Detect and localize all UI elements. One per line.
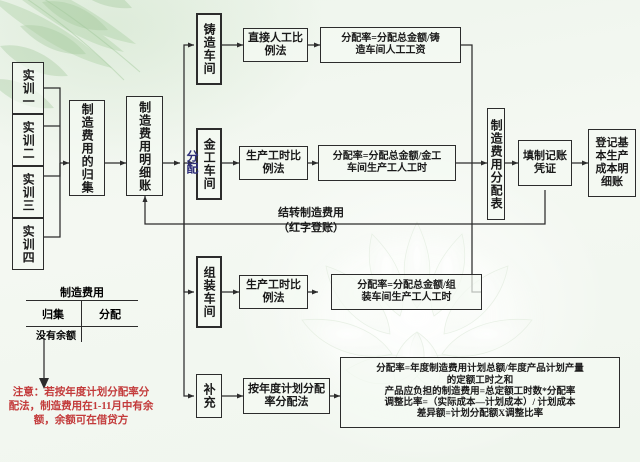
formula-machining-text: 分配率=分配总金额/金工车间生产工人工时 bbox=[332, 151, 442, 174]
input-box-4[interactable]: 实训四 bbox=[12, 218, 44, 270]
input-box-1[interactable]: 实训一 bbox=[12, 62, 44, 114]
input-box-2[interactable]: 实训二 bbox=[12, 114, 44, 166]
formula-box-assembly[interactable]: 分配率=分配总金额/组装车间生产工人工时 bbox=[331, 274, 482, 310]
t-account: 制造费用 归集 分配 没有余额 bbox=[24, 286, 140, 342]
t-account-title: 制造费用 bbox=[60, 287, 104, 299]
method-box-machine-hours[interactable]: 生产工时比例法 bbox=[239, 146, 308, 180]
method-box-direct-labor[interactable]: 直接人工比例法 bbox=[243, 28, 308, 62]
cost-collection-label: 制造费用的归集 bbox=[80, 102, 95, 194]
workshop-box-foundry[interactable]: 铸造车间 bbox=[196, 13, 222, 85]
workshop-machining-label: 金工车间 bbox=[202, 138, 217, 190]
formula-box-machining[interactable]: 分配率=分配总金额/金工车间生产工人工时 bbox=[318, 145, 456, 181]
final-ledger-label: 登记基本生产成本明细账 bbox=[595, 137, 629, 188]
carryover-caption: 结转制造费用 （红字登账） bbox=[236, 206, 386, 236]
t-account-to-note-arrow bbox=[39, 338, 49, 389]
cost-collection-box[interactable]: 制造费用的归集 bbox=[69, 100, 105, 196]
method-box-annual-plan[interactable]: 按年度计划分配率分配法 bbox=[243, 378, 330, 414]
method-machine-hours-label: 生产工时比例法 bbox=[246, 150, 301, 175]
workshop-assembly-label: 组装车间 bbox=[202, 266, 217, 318]
t-account-top-rule bbox=[26, 300, 138, 301]
voucher-label: 填制记账凭证 bbox=[523, 150, 567, 175]
method-assembly-hours-label: 生产工时比例法 bbox=[246, 279, 301, 304]
t-account-credit-label: 分配 bbox=[99, 309, 121, 321]
voucher-box[interactable]: 填制记账凭证 bbox=[518, 140, 572, 186]
formula-assembly-text: 分配率=分配总金额/组装车间生产工人工时 bbox=[357, 280, 456, 303]
allocation-summary-table-box[interactable]: 制造费用分配表 bbox=[487, 108, 505, 220]
overhead-ledger-label: 制造费用明细账 bbox=[137, 100, 152, 192]
formula-box-annual-plan[interactable]: 分配率=年度制造费用计划总额/年度产品计划产量 的定额工时之和 产品应负担的制造… bbox=[340, 357, 620, 428]
input-box-1-label: 实训一 bbox=[21, 68, 36, 108]
input-box-3[interactable]: 实训三 bbox=[12, 166, 44, 218]
workshop-foundry-label: 铸造车间 bbox=[202, 23, 217, 75]
workshop-box-machining[interactable]: 金工车间 bbox=[196, 128, 222, 200]
warning-note: 注意：若按年度计划分配率分配法，制造费用在1-11月中有余额，余额可在借贷方 bbox=[8, 387, 154, 426]
carryover-line1: 结转制造费用 bbox=[278, 207, 344, 219]
method-annual-plan-label: 按年度计划分配率分配法 bbox=[248, 383, 325, 408]
input-box-4-label: 实训四 bbox=[21, 224, 36, 264]
workshop-supplement-label: 补充 bbox=[202, 383, 217, 409]
method-direct-labor-label: 直接人工比例法 bbox=[248, 32, 303, 57]
t-account-debit-label: 归集 bbox=[42, 309, 64, 321]
allocation-tag: 分配 bbox=[185, 150, 199, 174]
method-box-assembly-hours[interactable]: 生产工时比例法 bbox=[239, 275, 308, 309]
formula-foundry-text: 分配率=分配总金额/铸造车间人工工资 bbox=[341, 33, 440, 56]
workshop-box-supplement[interactable]: 补充 bbox=[196, 374, 222, 418]
workshop-box-assembly[interactable]: 组装车间 bbox=[196, 256, 222, 328]
formula-box-foundry[interactable]: 分配率=分配总金额/铸造车间人工工资 bbox=[320, 27, 461, 63]
overhead-ledger-box[interactable]: 制造费用明细账 bbox=[126, 96, 163, 196]
input-box-2-label: 实训二 bbox=[21, 120, 36, 160]
input-box-3-label: 实训三 bbox=[21, 172, 36, 212]
allocation-summary-table-label: 制造费用分配表 bbox=[489, 118, 504, 210]
carryover-line2: （红字登账） bbox=[278, 221, 344, 234]
formula-annual-plan-text: 分配率=年度制造费用计划总额/年度产品计划产量 的定额工时之和 产品应负担的制造… bbox=[376, 364, 584, 420]
final-ledger-box[interactable]: 登记基本生产成本明细账 bbox=[588, 129, 636, 197]
